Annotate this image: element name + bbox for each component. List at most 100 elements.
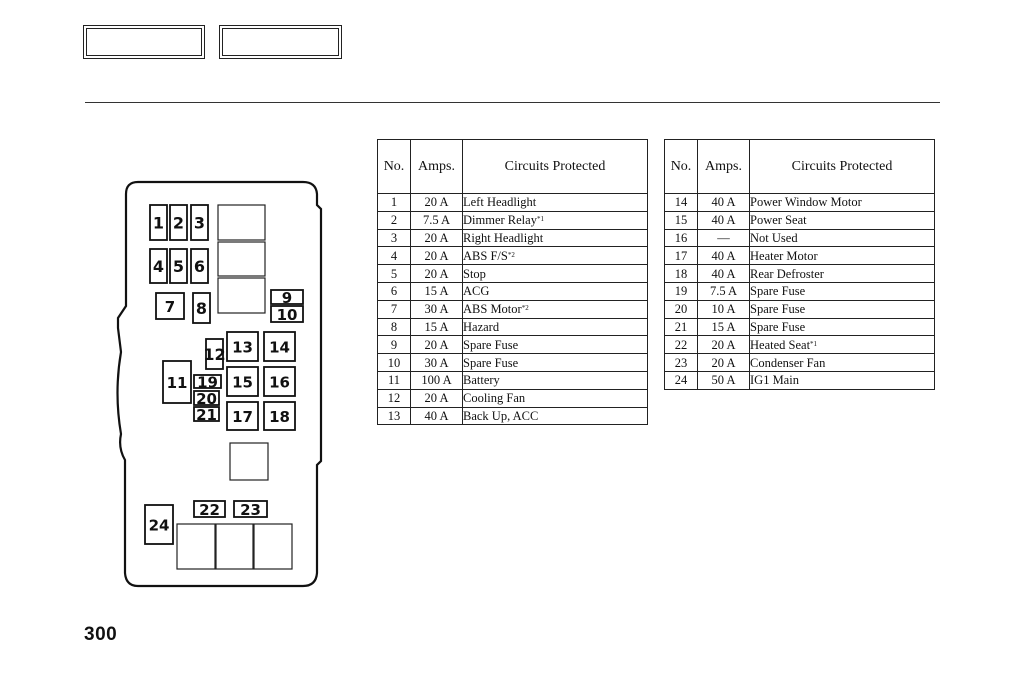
fuse-circuit-text: Power Window Motor (750, 195, 862, 210)
fuse-circuit: ABS F/S*2 (462, 246, 648, 266)
fuse-slot-13 (226, 331, 259, 362)
fuse-circuit: Stop (462, 264, 648, 283)
fuse-circuit: Back Up, ACC (462, 406, 648, 426)
fuse-number: 21 (664, 317, 698, 337)
fuse-amps-text: 40 A (711, 195, 736, 210)
header-amps: Amps. (410, 139, 463, 194)
fuse-number: 12 (377, 388, 411, 408)
fuse-slot-10 (270, 305, 304, 323)
fuse-circuit-text: Stop (463, 266, 486, 281)
fuse-number-text: 3 (390, 230, 398, 245)
fuse-amps-text: 7.5 A (422, 213, 451, 228)
fuse-label-23: 23 (240, 501, 261, 519)
fuse-number-text: 10 (387, 355, 401, 370)
fuse-slot-5 (169, 248, 188, 284)
nav-button-left[interactable] (83, 25, 205, 59)
fuse-circuit: Power Seat (749, 210, 935, 230)
fuse-circuit: Left Headlight (462, 193, 648, 212)
fuse-number-text: 9 (390, 337, 398, 352)
fuse-number-text: 19 (674, 284, 688, 299)
fuse-amps-text: 20 A (424, 195, 449, 210)
fuse-circuit-text: Dimmer Relay (463, 213, 537, 228)
fuse-label-4: 4 (153, 257, 164, 276)
fuse-slot-1 (149, 204, 168, 241)
fuse-number: 14 (664, 193, 698, 212)
table-row: 10 30 A Spare Fuse (377, 353, 648, 372)
fuse-amps-text: 20 A (424, 391, 449, 406)
fuse-number: 9 (377, 335, 411, 355)
fuse-amps-text: — (717, 230, 730, 245)
fuse-label-16: 16 (269, 374, 290, 392)
fuse-number: 20 (664, 299, 698, 319)
header-amps: Amps. (697, 139, 750, 194)
fuse-circuit: Hazard (462, 317, 648, 337)
fuse-amps-text: 20 A (424, 266, 449, 281)
fuse-slot-19 (193, 374, 222, 389)
table-row: 8 15 A Hazard (377, 317, 648, 337)
table-row: 7 30 A ABS Motor*2 (377, 299, 648, 319)
fuse-label-10: 10 (277, 306, 298, 324)
fuse-number: 4 (377, 246, 411, 266)
fuse-slot-23 (233, 500, 268, 518)
fuse-label-21: 21 (196, 406, 217, 424)
fuse-circuit: Battery (462, 370, 648, 390)
fuse-circuit-text: Cooling Fan (463, 391, 526, 406)
fuse-slot-18 (263, 401, 296, 431)
fuse-slot-7 (155, 292, 185, 320)
fuse-number-text: 21 (674, 319, 688, 334)
fuse-number: 22 (664, 335, 698, 355)
fuse-circuit-text: Not Used (750, 230, 798, 245)
fuse-amps-text: 15 A (424, 319, 449, 334)
fuse-number-text: 14 (674, 195, 688, 210)
fuse-number: 11 (377, 370, 411, 390)
fuse-circuit: Heated Seat*1 (749, 335, 935, 355)
fuse-amps-text: 40 A (424, 408, 449, 423)
footnote-marker: *1 (536, 215, 544, 224)
fuse-amps: 20 A (697, 335, 750, 355)
header-no: No. (664, 139, 698, 194)
fuse-amps-text: 20 A (711, 337, 736, 352)
fuse-amps: 7.5 A (410, 210, 463, 230)
fuse-amps: 20 A (410, 335, 463, 355)
fuse-label-15: 15 (232, 374, 253, 392)
fuse-number: 8 (377, 317, 411, 337)
fuse-amps-text: 15 A (711, 319, 736, 334)
fuse-amps: 50 A (697, 370, 750, 390)
fuse-circuit: Dimmer Relay*1 (462, 210, 648, 230)
fuse-label-8: 8 (196, 299, 207, 318)
fuse-amps: 10 A (697, 299, 750, 319)
fuse-slot-12 (205, 338, 224, 370)
table-row: 16—Not Used (664, 228, 935, 248)
fuse-circuit-text: Power Seat (750, 213, 807, 228)
fuse-number-text: 7 (390, 302, 398, 317)
fuse-circuit: Right Headlight (462, 228, 648, 248)
fuse-label-24: 24 (149, 517, 170, 535)
fuse-circuit: Rear Defroster (749, 264, 935, 283)
fuse-amps: 40 A (697, 246, 750, 266)
fuse-circuit-text: Condenser Fan (750, 355, 826, 370)
fuse-amps-text: 40 A (711, 248, 736, 263)
fuse-number: 23 (664, 353, 698, 372)
fuse-amps: — (697, 228, 750, 248)
fuse-amps-text: 20 A (424, 337, 449, 352)
fuse-amps-text: 40 A (711, 266, 736, 281)
fuse-slot-17 (226, 401, 259, 431)
fuse-circuit-text: ABS Motor (463, 302, 522, 317)
fuse-circuit: ABS Motor*2 (462, 299, 648, 319)
fuse-amps-text: 30 A (424, 302, 449, 317)
table-row: 22 20 A Heated Seat*1 (664, 335, 935, 355)
fuse-amps-text: 30 A (424, 355, 449, 370)
fuse-circuit: Spare Fuse (462, 353, 648, 372)
nav-button-right[interactable] (219, 25, 342, 59)
fuse-amps: 15 A (410, 281, 463, 301)
fuse-circuit-text: Spare Fuse (750, 319, 806, 334)
fuse-circuit-text: IG1 Main (750, 373, 799, 388)
fuse-amps: 40 A (410, 406, 463, 426)
fuse-number-text: 5 (390, 266, 398, 281)
